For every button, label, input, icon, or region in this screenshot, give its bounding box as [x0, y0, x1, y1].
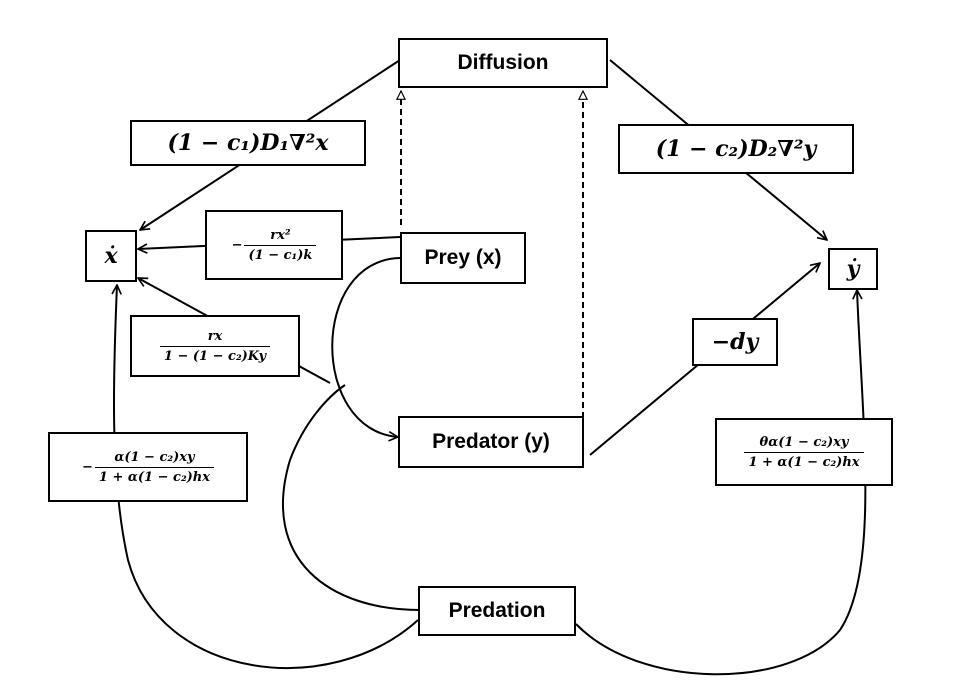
y-dot-label: ẏ [846, 256, 860, 282]
predation-loss-term: − α(1 − c₂)xy 1 + α(1 − c₂)hx [48, 432, 248, 502]
predation-node: Predation [418, 586, 576, 636]
prey-label: Prey (x) [424, 246, 502, 269]
predation-loss-fraction: α(1 − c₂)xy 1 + α(1 − c₂)hx [94, 449, 214, 485]
edge-prey-predator-curve [331, 258, 400, 437]
diffusion-y-text: (1 − c₂)D₂∇²y [655, 136, 817, 162]
growth-numerator: rx [207, 328, 223, 344]
logistic-denominator: (1 − c₁)k [244, 244, 317, 263]
predation-loss-denominator: 1 + α(1 − c₂)hx [94, 466, 214, 485]
predation-loss-numerator: α(1 − c₂)xy [114, 449, 195, 465]
edge-predation-to-predator-curve [282, 384, 421, 611]
diffusion-x-text: (1 − c₁)D₁∇²x [167, 130, 329, 156]
predation-label: Predation [448, 599, 546, 622]
diffusion-label: Diffusion [457, 51, 549, 74]
edge-predation-to-ydot [575, 290, 867, 676]
predation-gain-numerator: θα(1 − c₂)xy [759, 434, 849, 450]
predation-gain-term: θα(1 − c₂)xy 1 + α(1 − c₂)hx [715, 418, 893, 486]
death-term: −dy [692, 318, 778, 366]
logistic-term: − rx² (1 − c₁)k [205, 210, 343, 280]
logistic-numerator: rx² [270, 227, 291, 243]
x-dot-node: ẋ [85, 230, 137, 282]
predation-gain-fraction: θα(1 − c₂)xy 1 + α(1 − c₂)hx [744, 434, 864, 470]
growth-term: rx 1 − (1 − c₂)Ky [130, 315, 300, 377]
logistic-fraction: rx² (1 − c₁)k [244, 227, 317, 263]
growth-fraction: rx 1 − (1 − c₂)Ky [159, 328, 271, 364]
predator-node: Predator (y) [398, 416, 584, 468]
y-dot-node: ẏ [828, 248, 878, 290]
prey-node: Prey (x) [400, 232, 526, 284]
x-dot-label: ẋ [104, 243, 118, 269]
logistic-sign: − [231, 237, 243, 253]
predation-loss-sign: − [81, 459, 93, 475]
edge-predation-to-xdot [114, 285, 419, 669]
diffusion-x-term: (1 − c₁)D₁∇²x [130, 120, 366, 166]
predation-gain-denominator: 1 + α(1 − c₂)hx [744, 451, 864, 470]
growth-denominator: 1 − (1 − c₂)Ky [159, 345, 271, 364]
predator-label: Predator (y) [432, 430, 550, 453]
diffusion-y-term: (1 − c₂)D₂∇²y [618, 124, 854, 174]
death-text: −dy [711, 329, 759, 355]
diffusion-node: Diffusion [398, 38, 608, 88]
